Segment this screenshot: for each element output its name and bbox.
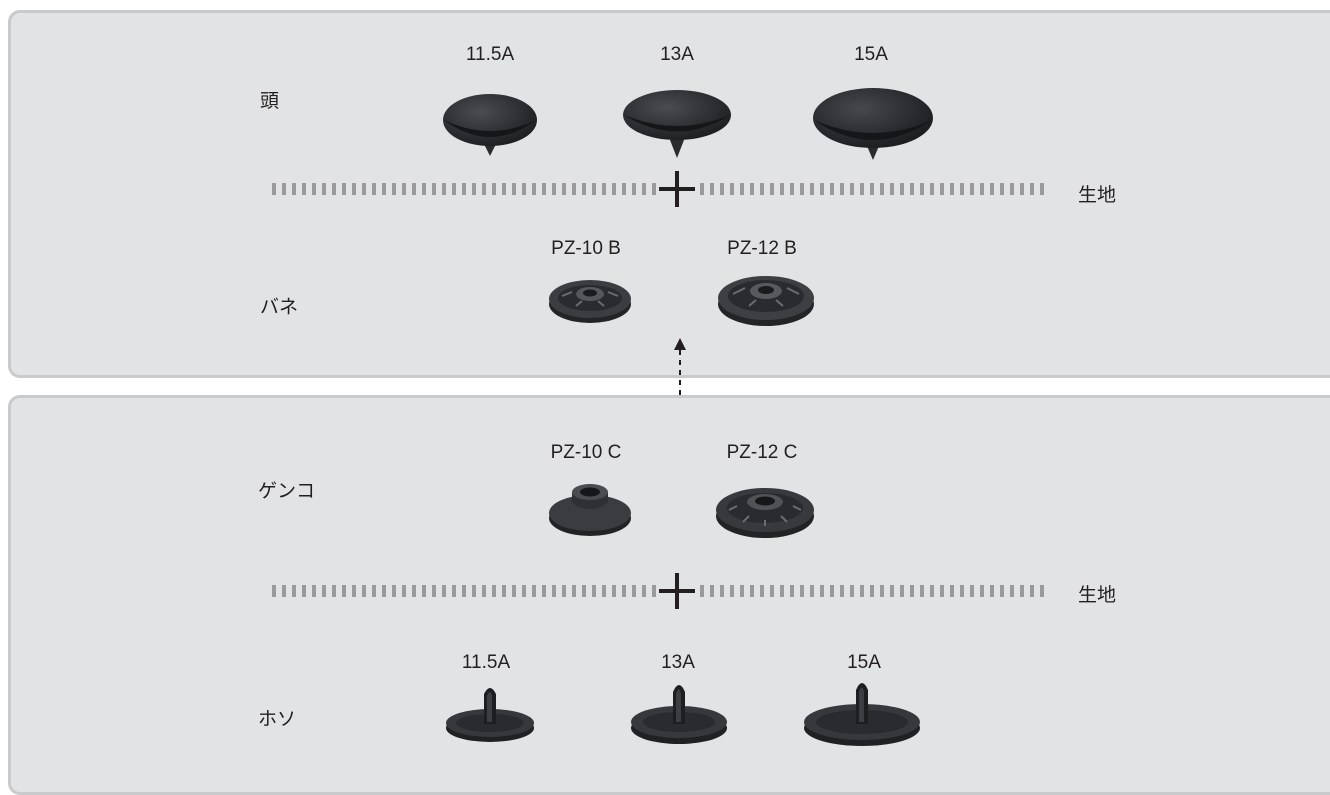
fabric-line-right (700, 183, 1050, 195)
fabric-line-left (272, 585, 660, 597)
socket-pz-10-c (549, 484, 631, 536)
cap-head-15a (813, 88, 933, 160)
center-cross-icon (659, 573, 695, 609)
spring-model-label: PZ-12 B (727, 238, 797, 259)
stud-15a (804, 683, 920, 746)
head-size-label: 15A (854, 44, 888, 65)
spring-label: バネ (260, 297, 299, 318)
stud-size-label: 15A (847, 652, 881, 673)
cap-head-13a (623, 90, 731, 158)
head-label: 頭 (260, 91, 280, 112)
socket-pz-12-c (716, 488, 814, 538)
head-size-label: 13A (660, 44, 694, 65)
stud-11-5a (446, 688, 534, 742)
socket-model-label: PZ-10 C (550, 442, 622, 463)
fabric-line-left (272, 183, 660, 195)
center-cross-icon (659, 171, 695, 207)
fabric-label: 生地 (1078, 185, 1117, 206)
head-size-label: 11.5A (465, 44, 515, 65)
spring-pz-10-b (549, 280, 631, 323)
socket-label: ゲンコ (258, 481, 316, 502)
spring-pz-12-b (718, 276, 814, 326)
top-panel (8, 10, 1330, 378)
fabric-line-right (700, 585, 1050, 597)
stud-size-label: 13A (661, 652, 695, 673)
spring-model-label: PZ-10 B (551, 238, 621, 259)
fabric-label: 生地 (1078, 585, 1117, 606)
stud-13a (631, 685, 727, 744)
stud-label: ホソ (258, 709, 297, 730)
socket-model-label: PZ-12 C (726, 442, 798, 463)
stud-size-label: 11.5A (461, 652, 511, 673)
cap-head-11-5a (443, 94, 537, 156)
